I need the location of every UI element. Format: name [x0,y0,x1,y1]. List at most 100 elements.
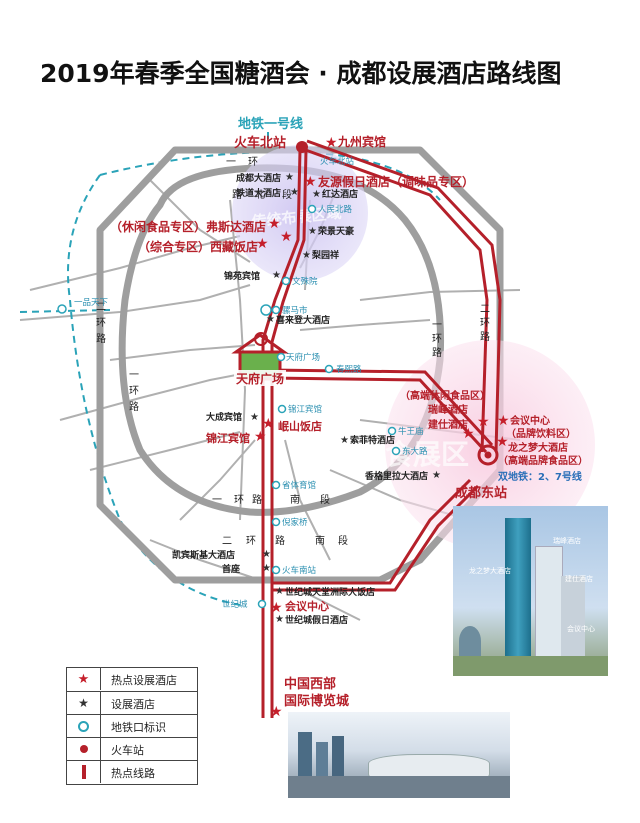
north-railway-station-marker[interactable] [296,141,308,153]
hot-hotel-ruifeng-2[interactable]: 瑞峰酒店 [428,403,468,416]
hot-hotel-jianshi[interactable]: 建仕酒店 [427,418,468,431]
hot-hotel-ruifeng-1[interactable]: （高端休闲食品区） [400,389,490,402]
metro-stop-renmin-north[interactable]: 人民北路 [318,204,353,215]
svg-text:路: 路 [96,332,106,345]
hotel-kempinski[interactable]: 凯宾斯基大酒店 [172,549,235,561]
hotel-liyuan[interactable]: 梨园祥 [311,249,339,261]
hot-hotel-jiuzhou[interactable]: 九州宾馆 [337,134,386,149]
metro-stop-yipintianxia[interactable]: 一品天下 [74,298,109,308]
metro-stop-dongda[interactable]: 东大路 [402,446,428,457]
svg-text:★: ★ [496,434,509,450]
legend-row-hotel: ★ 设展酒店 [67,691,197,714]
metro-stop-nijiaqiao[interactable]: 倪家桥 [282,517,308,528]
svg-text:★: ★ [262,549,271,560]
hot-hotel-conference-south[interactable]: 会议中心 [285,599,329,613]
station-expo-city-2[interactable]: 国际博览城 [284,693,349,709]
hotel-holiday[interactable]: 世纪城假日酒店 [285,614,348,626]
svg-text:★: ★ [275,586,284,597]
hotel-tielu[interactable]: 铁道大酒店 [236,187,281,199]
svg-text:★: ★ [477,414,490,430]
metro-stop-north-top[interactable]: 火车北站 [320,156,355,167]
metro-stop-wenshu[interactable]: 文殊院 [292,276,318,287]
svg-text:南: 南 [315,534,325,547]
hotel-rongmeng[interactable]: 荣景天豪 [317,225,354,237]
hotel-markers: ★ ★ ★ ★ ★ ★ ★ ★ ★ ★ ★ ★ ★ ★ [250,172,441,625]
metro-stop-jinjiang[interactable]: 锦江宾馆 [288,404,322,415]
metro-stop-luomashi[interactable]: 骡马市 [282,305,308,316]
station-tianfu-square[interactable]: 天府广场 [236,371,284,386]
svg-text:路: 路 [232,188,242,201]
hot-hotel-jinjiang[interactable]: 锦江宾馆 [206,431,250,445]
hot-hotel-xizang[interactable]: （综合专区）西藏饭店 [138,239,258,254]
east-railway-station-marker[interactable] [477,444,499,466]
metro-stop-shijicheng[interactable]: 世纪城 [222,599,248,610]
svg-text:★: ★ [462,426,475,442]
legend-row-hot-hotel: ★ 热点设展酒店 [67,668,197,691]
metro-stop-markers [57,204,401,609]
hot-hotel-conference-east-1[interactable]: 会议中心 [510,414,550,427]
svg-text:★: ★ [272,270,281,281]
metro-stop-shengtiyuguan[interactable]: 省体育馆 [282,480,316,491]
svg-text:★: ★ [270,600,283,616]
metro-stop-niuwangmiao[interactable]: 牛王庙 [398,426,424,437]
svg-text:南: 南 [290,493,300,506]
hot-hotel-longzhimeng-2[interactable]: （高端品牌食品区） [498,454,588,467]
station-expo-city-1[interactable]: 中国西部 [284,676,336,692]
svg-text:★: ★ [266,314,275,325]
svg-text:路: 路 [252,493,262,506]
hotel-jinyuan[interactable]: 锦苑宾馆 [224,270,260,282]
svg-text:★: ★ [268,216,281,232]
svg-text:二: 二 [480,304,490,315]
svg-text:一: 一 [129,370,139,381]
svg-text:段: 段 [282,188,292,201]
station-east-railway[interactable]: 成都东站 [455,485,507,501]
svg-text:环: 环 [246,536,256,547]
photo-label-a: 龙之梦大酒店 [469,567,511,575]
svg-text:二: 二 [222,536,232,547]
legend-route: 热点线路 [111,767,155,780]
hotel-xilaideng[interactable]: 喜来登大酒店 [276,314,330,326]
svg-text:路: 路 [129,400,139,413]
svg-text:段: 段 [338,534,348,547]
svg-text:路: 路 [275,534,285,547]
photo-east-buildings: 龙之梦大酒店 瑞峰酒店 建仕酒店 会议中心 [453,506,608,676]
svg-text:二: 二 [96,302,106,313]
svg-text:环: 环 [96,318,106,329]
hot-hotel-minshan[interactable]: 岷山饭店 [278,419,322,433]
station-north-railway[interactable]: 火车北站 [234,135,286,151]
metro-stop-chunxi[interactable]: 春熙路 [336,364,362,375]
svg-text:环: 环 [234,495,244,506]
svg-text:★: ★ [432,470,441,481]
svg-text:一: 一 [212,495,222,506]
svg-text:★: ★ [304,174,317,190]
photo-label-d: 会议中心 [567,625,595,633]
metro-stop-tianfu[interactable]: 天府广场 [286,352,320,363]
metro-icon [78,720,89,732]
page-title: 2019年春季全国糖酒会 · 成都设展酒店路线图 [40,59,562,88]
hotel-sofitel[interactable]: 索菲特酒店 [350,434,395,446]
hot-hotel-fusida[interactable]: （休闲食品专区）弗斯达酒店 [110,219,266,234]
svg-text:段: 段 [320,493,330,506]
svg-text:★: ★ [312,189,321,200]
metro-line-1-label: 地铁一号线 [238,116,303,132]
hotel-dacheng[interactable]: 大成宾馆 [206,411,242,423]
svg-text:一: 一 [432,320,442,331]
svg-text:★: ★ [254,429,267,445]
svg-text:北: 北 [255,189,265,201]
hotel-shouzuo[interactable]: 首座 [222,563,240,575]
hotel-hongqi[interactable]: 红达酒店 [322,188,358,200]
hotel-tiantang[interactable]: 世纪城天堂洲际大饭店 [285,586,375,598]
hot-hotel-conference-east-2[interactable]: （品牌饮料区） [506,427,576,440]
svg-text:★: ★ [325,135,338,151]
hot-hotel-youyuan[interactable]: 友源假日酒店（调味品专区） [317,174,474,189]
svg-text:路: 路 [432,346,442,359]
legend-hotel: 设展酒店 [111,698,155,711]
metro-stop-huochenan[interactable]: 火车南站 [282,565,317,576]
hotel-shangrila[interactable]: 香格里拉大酒店 [364,470,428,482]
svg-text:★: ★ [308,226,317,237]
svg-text:★: ★ [262,563,271,574]
photo-expo-city [288,712,510,798]
hotel-chengdu[interactable]: 成都大酒店 [236,172,281,184]
hot-hotel-longzhimeng-1[interactable]: 龙之梦大酒店 [507,441,568,454]
